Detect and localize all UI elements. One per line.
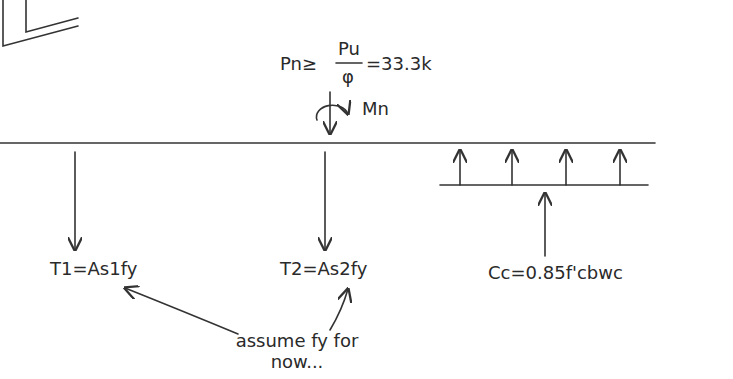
leader-line xyxy=(125,288,238,334)
force-label: Cc=0.85f'cbwc xyxy=(488,262,623,283)
wall-sketch xyxy=(3,0,78,46)
fraction-bar xyxy=(336,62,362,64)
tension-arrow xyxy=(324,152,326,250)
moment-arrow xyxy=(316,105,348,120)
moment-label: Mn xyxy=(362,98,389,119)
force-label: T1=As1fy xyxy=(50,258,137,279)
note: assume fy for now... xyxy=(222,330,372,372)
stress-block-line xyxy=(440,184,648,186)
force-label: T2=As2fy xyxy=(280,258,367,279)
stress-arrow xyxy=(459,150,461,185)
compression-arrow xyxy=(544,193,546,256)
leader-line xyxy=(330,289,348,330)
load-label: φ xyxy=(342,66,354,87)
axial-load-arrow xyxy=(329,92,331,134)
section-line xyxy=(0,142,655,144)
stress-arrow xyxy=(565,150,567,185)
load-label: Pn≥ xyxy=(280,53,317,74)
tension-arrow xyxy=(74,152,76,250)
load-label: Pu xyxy=(338,38,360,59)
wall-sketch xyxy=(26,0,78,32)
stress-arrow xyxy=(619,150,621,185)
stress-arrow xyxy=(511,150,513,185)
load-label: =33.3k xyxy=(366,53,432,74)
